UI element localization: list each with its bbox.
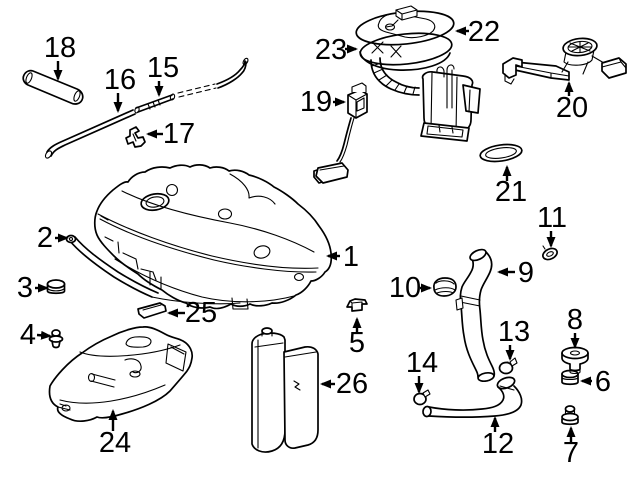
callout-18[interactable]: 18 bbox=[44, 32, 76, 81]
callout-14-label: 14 bbox=[406, 347, 438, 379]
part-24-heat-shield bbox=[48, 326, 194, 423]
callout-5-label: 5 bbox=[349, 327, 365, 359]
callout-23-label: 23 bbox=[315, 34, 347, 66]
callout-24[interactable]: 24 bbox=[99, 409, 131, 459]
callout-3-label: 3 bbox=[17, 272, 33, 304]
callout-9-label: 9 bbox=[518, 257, 534, 289]
part-21-seal bbox=[479, 143, 523, 163]
callout-20[interactable]: 20 bbox=[556, 81, 588, 124]
part-19-level-sensor bbox=[315, 82, 368, 184]
part-23-lock-ring bbox=[359, 32, 453, 71]
callout-7[interactable]: 7 bbox=[563, 426, 579, 469]
callout-9[interactable]: 9 bbox=[497, 257, 534, 289]
part-20-sending-unit bbox=[502, 37, 627, 85]
callout-24-label: 24 bbox=[99, 427, 131, 459]
callout-23[interactable]: 23 bbox=[315, 34, 358, 66]
part-26-vapor-canister bbox=[251, 327, 319, 453]
callout-5[interactable]: 5 bbox=[349, 317, 365, 359]
part-11-seal-ring bbox=[542, 245, 558, 261]
callout-13-label: 13 bbox=[498, 316, 530, 348]
part-5-clip bbox=[346, 298, 368, 312]
callout-8[interactable]: 8 bbox=[567, 304, 583, 349]
callout-26[interactable]: 26 bbox=[320, 368, 368, 400]
callout-13[interactable]: 13 bbox=[498, 316, 530, 361]
callout-19-label: 19 bbox=[300, 86, 332, 118]
callout-1-label: 1 bbox=[343, 241, 359, 273]
callout-10-label: 10 bbox=[389, 272, 421, 304]
callout-20-label: 20 bbox=[556, 92, 588, 124]
callout-6-label: 6 bbox=[595, 366, 611, 398]
callout-4-label: 4 bbox=[20, 319, 36, 351]
part-6-cap bbox=[561, 369, 579, 386]
callout-22-label: 22 bbox=[468, 16, 500, 48]
callout-16-label: 16 bbox=[104, 64, 136, 96]
callout-4[interactable]: 4 bbox=[20, 319, 52, 351]
part-7-plug bbox=[561, 405, 579, 426]
part-12-filler-hose bbox=[422, 376, 523, 419]
callout-21[interactable]: 21 bbox=[495, 165, 527, 208]
part-15-vent-pipe bbox=[134, 57, 249, 114]
callout-1[interactable]: 1 bbox=[326, 241, 359, 273]
callout-2[interactable]: 2 bbox=[37, 222, 69, 254]
callout-17[interactable]: 17 bbox=[146, 118, 195, 150]
callout-25[interactable]: 25 bbox=[167, 297, 217, 329]
part-18-hose bbox=[22, 69, 84, 105]
part-9-filler-vent-pipe bbox=[455, 248, 496, 383]
part-14-clamp bbox=[413, 389, 431, 406]
callout-12[interactable]: 12 bbox=[482, 416, 514, 460]
callout-16[interactable]: 16 bbox=[104, 64, 136, 113]
callout-25-label: 25 bbox=[185, 297, 217, 329]
callout-7-label: 7 bbox=[563, 437, 579, 469]
callout-21-label: 21 bbox=[495, 176, 527, 208]
callout-26-label: 26 bbox=[336, 368, 368, 400]
callout-11[interactable]: 11 bbox=[537, 202, 567, 248]
callout-3[interactable]: 3 bbox=[17, 272, 49, 304]
callout-12-label: 12 bbox=[482, 428, 514, 460]
callout-17-label: 17 bbox=[163, 118, 195, 150]
callout-10[interactable]: 10 bbox=[389, 272, 432, 304]
callout-15-label: 15 bbox=[147, 52, 179, 84]
part-3-grommet bbox=[46, 279, 66, 295]
part-8-grommet bbox=[561, 346, 589, 375]
part-10-cap bbox=[433, 277, 457, 297]
callout-18-label: 18 bbox=[44, 32, 76, 64]
part-13-clamp bbox=[498, 357, 518, 375]
part-25-pad bbox=[137, 302, 167, 319]
part-22-fuel-pump bbox=[355, 5, 481, 142]
callout-19[interactable]: 19 bbox=[300, 86, 346, 118]
callout-15[interactable]: 15 bbox=[147, 52, 179, 97]
part-2-tank-strap bbox=[65, 234, 241, 305]
callout-2-label: 2 bbox=[37, 222, 53, 254]
part-16-vent-pipe-long bbox=[44, 109, 136, 159]
part-17-clip bbox=[125, 126, 146, 148]
callout-4-leader bbox=[36, 330, 52, 340]
callout-14[interactable]: 14 bbox=[406, 347, 438, 394]
callout-22[interactable]: 22 bbox=[455, 16, 500, 48]
callout-8-label: 8 bbox=[567, 304, 583, 336]
part-4-screw bbox=[48, 329, 64, 349]
callout-6[interactable]: 6 bbox=[580, 366, 611, 398]
callout-11-label: 11 bbox=[537, 202, 567, 234]
